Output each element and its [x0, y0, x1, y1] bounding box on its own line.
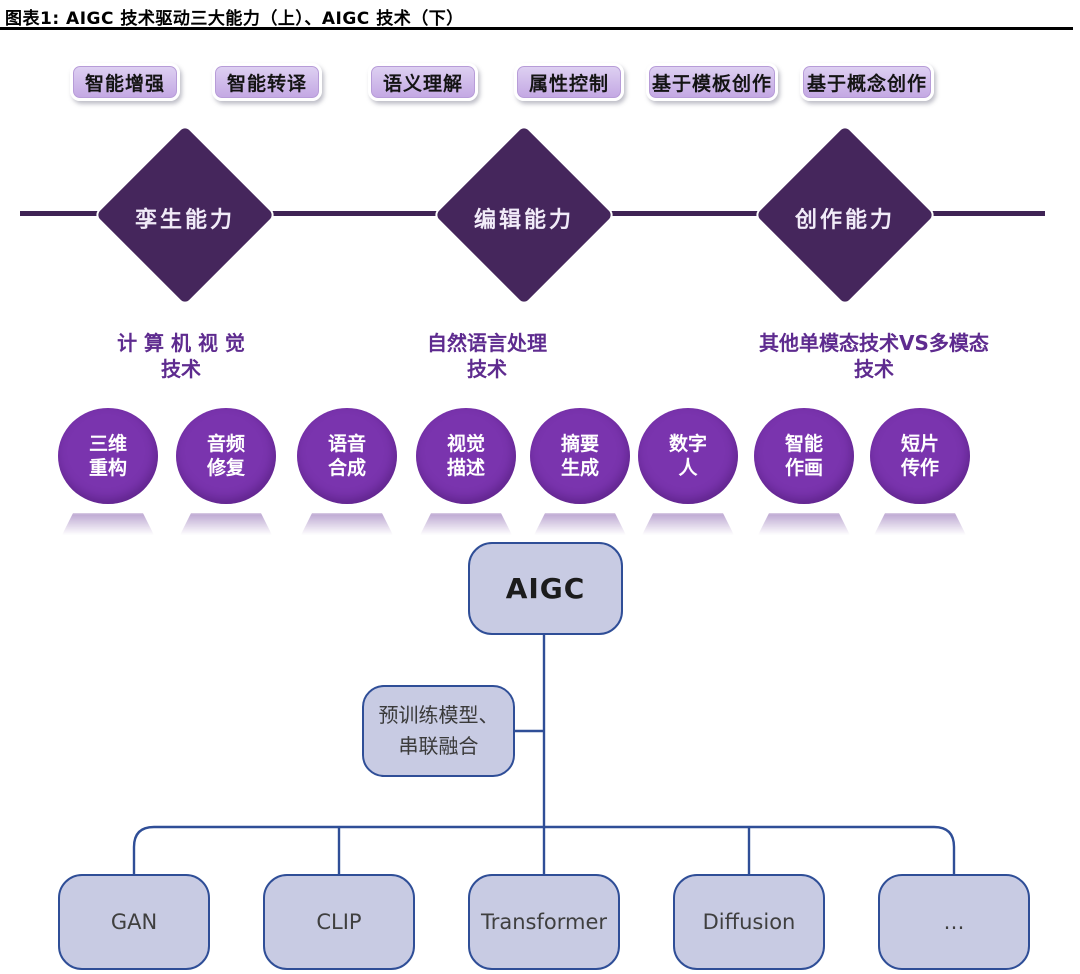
- circle-reflection: [534, 513, 626, 535]
- node-ellipsis: …: [878, 874, 1030, 970]
- diamond-label-twin: 孪生能力: [134, 208, 235, 233]
- category-computer-vision: 计 算 机 视 觉 技术: [117, 331, 245, 381]
- circle-speech-synthesis: 语音 合成: [297, 408, 397, 504]
- node-gan: GAN: [58, 874, 210, 970]
- figure-title: 图表1: AIGC 技术驱动三大能力（上）、AIGC 技术（下）: [5, 9, 464, 29]
- circle-reflection: [62, 513, 154, 535]
- tag-concept-creation: 基于概念创作: [800, 63, 934, 101]
- circle-reflection: [180, 513, 272, 535]
- node-transformer: Transformer: [468, 874, 620, 970]
- title-divider: [0, 27, 1073, 30]
- node-clip: CLIP: [263, 874, 415, 970]
- circle-reflection: [758, 513, 850, 535]
- diamond-label-create: 创作能力: [794, 208, 895, 233]
- node-pretrain-note: 预训练模型、 串联融合: [362, 685, 515, 777]
- circle-3d-reconstruction: 三维 重构: [58, 408, 158, 504]
- circle-visual-caption: 视觉 描述: [416, 408, 516, 504]
- circle-reflection: [420, 513, 512, 535]
- circle-short-video: 短片 传作: [870, 408, 970, 504]
- tag-intelligent-translate: 智能转译: [212, 63, 322, 101]
- circle-ai-painting: 智能 作画: [754, 408, 854, 504]
- circle-summary-gen: 摘要 生成: [530, 408, 630, 504]
- circle-reflection: [874, 513, 966, 535]
- circle-reflection: [301, 513, 393, 535]
- tag-attribute-control: 属性控制: [514, 63, 624, 101]
- node-aigc-root: AIGC: [468, 542, 623, 635]
- node-diffusion: Diffusion: [673, 874, 825, 970]
- category-multimodal: 其他单模态技术VS多模态 技术: [759, 331, 989, 381]
- tag-semantic-understand: 语义理解: [368, 63, 478, 101]
- circle-audio-repair: 音频 修复: [176, 408, 276, 504]
- tag-intelligent-enhance: 智能增强: [70, 63, 180, 101]
- circle-reflection: [642, 513, 734, 535]
- circle-digital-human: 数字 人: [638, 408, 738, 504]
- tag-template-creation: 基于模板创作: [646, 63, 778, 101]
- diamond-label-edit: 编辑能力: [473, 208, 574, 233]
- category-nlp: 自然语言处理 技术: [427, 331, 547, 381]
